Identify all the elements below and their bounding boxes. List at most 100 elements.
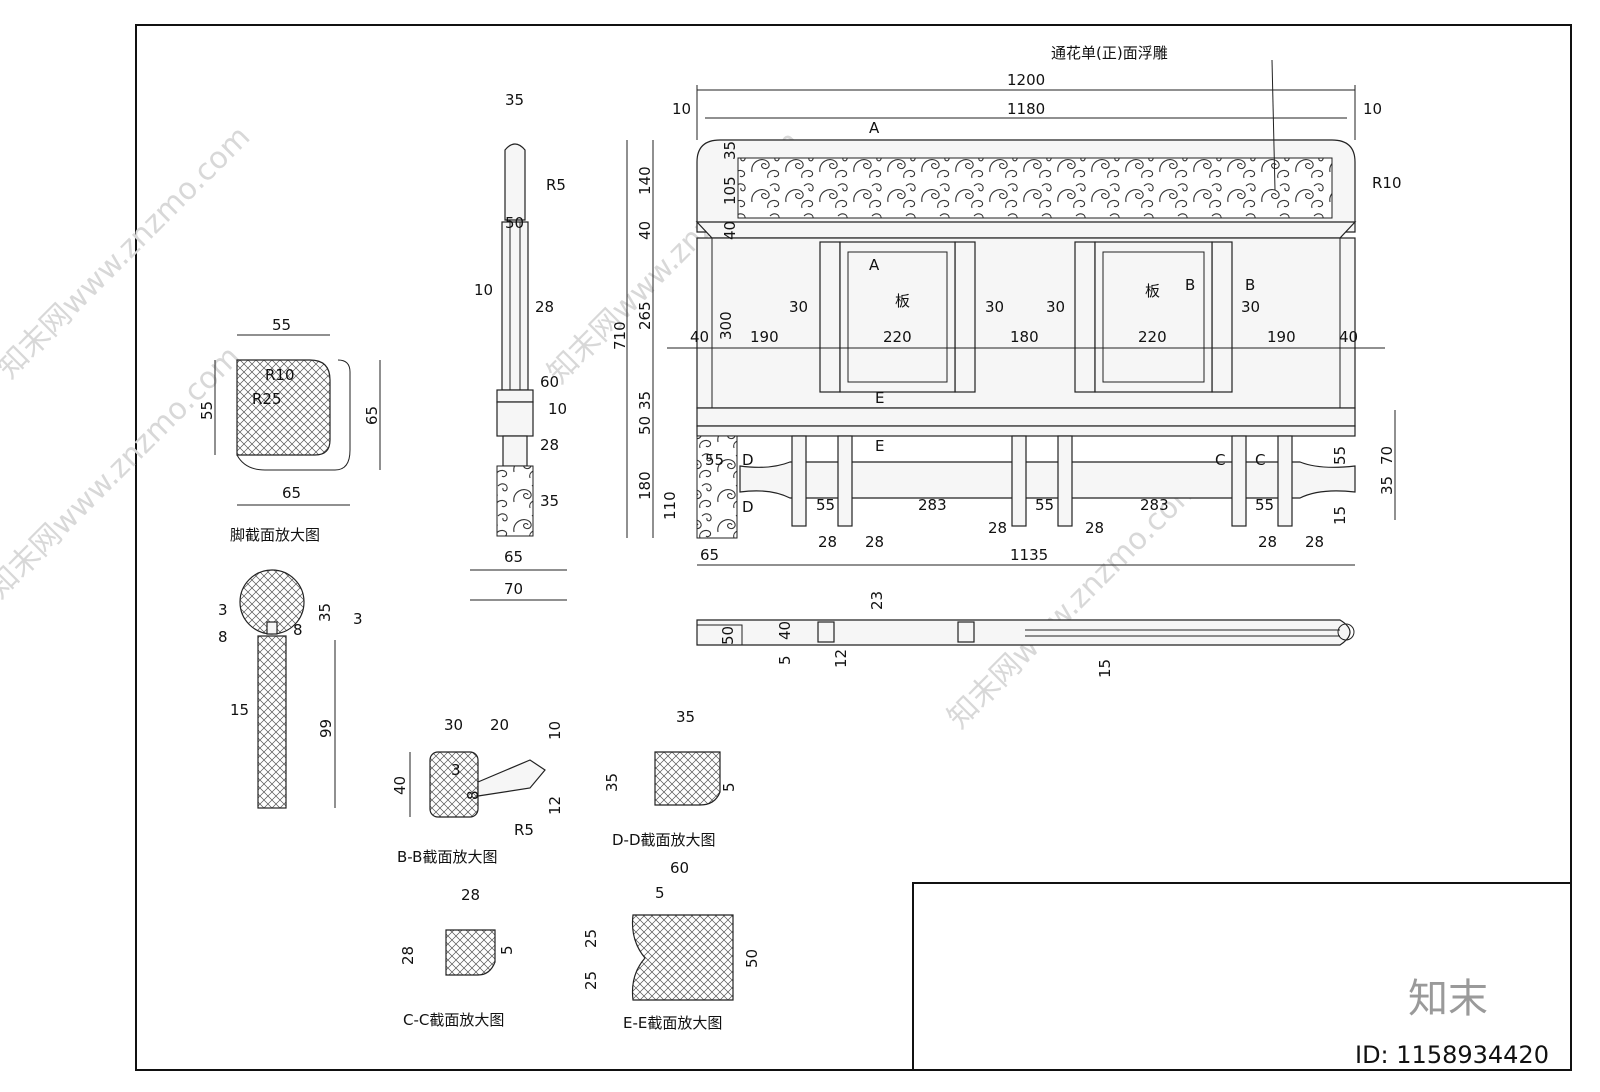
side-dim-10: 10 [474, 281, 493, 299]
panel-label: 板 [1145, 282, 1160, 300]
dim-180: 180 [636, 471, 654, 500]
bb-dim-8: 8 [464, 790, 482, 800]
front-elevation [695, 139, 1357, 539]
cc-dim-28-top: 28 [461, 886, 480, 904]
dd-dim-5: 5 [720, 782, 738, 792]
ee-dim-60: 60 [670, 859, 689, 877]
ee-section [631, 914, 734, 1001]
ee-dim-25-bottom: 25 [582, 971, 600, 990]
cc-section-title: C-C截面放大图 [403, 1011, 504, 1029]
plan-dim-50: 50 [719, 626, 737, 645]
dim-300: 300 [717, 311, 735, 340]
brand-logo: 知末 [1408, 976, 1488, 1022]
dim-220-row: 220 [883, 328, 912, 346]
dim-28-6: 28 [1305, 533, 1324, 551]
dim-10-right: 10 [1363, 100, 1382, 118]
side-radius-r5: R5 [546, 176, 566, 194]
dim-35-right: 35 [1378, 476, 1396, 495]
section-mark-e: E [875, 389, 884, 407]
dim-110: 110 [661, 491, 679, 520]
dim-30-c: 30 [1046, 298, 1065, 316]
dim-55-b2: 55 [1035, 496, 1054, 514]
cc-dim-28-left: 28 [399, 946, 417, 965]
ee-section-title: E-E截面放大图 [623, 1014, 722, 1032]
side-dim-28: 28 [535, 298, 554, 316]
rail-dim-15: 15 [230, 701, 249, 719]
bb-section [409, 751, 546, 818]
dim-180-row: 180 [1010, 328, 1039, 346]
bb-section-title: B-B截面放大图 [397, 848, 497, 866]
dim-28-4: 28 [1085, 519, 1104, 537]
foot-radius-r10: R10 [265, 366, 295, 384]
carved-leg [696, 435, 738, 539]
dim-283-b1: 283 [918, 496, 947, 514]
dim-28-3: 28 [988, 519, 1007, 537]
cc-section [445, 929, 496, 976]
dim-220b-row: 220 [1138, 328, 1167, 346]
ee-dim-5: 5 [655, 884, 665, 902]
plan-dim-15: 15 [1096, 659, 1114, 678]
side-dim-28b: 28 [540, 436, 559, 454]
side-dim-70: 70 [504, 580, 523, 598]
panel-label: 板 [895, 292, 910, 310]
section-mark-d: D [742, 498, 754, 516]
dim-190b-row: 190 [1267, 328, 1296, 346]
dim-28-2: 28 [865, 533, 884, 551]
foot-dim-55-top: 55 [272, 316, 291, 334]
dim-30-b: 30 [985, 298, 1004, 316]
title-block [912, 882, 1572, 1071]
rail-dim-99: 99 [317, 719, 335, 738]
dim-55-b1: 55 [816, 496, 835, 514]
radius-r10: R10 [1372, 174, 1402, 192]
foot-dim-55-left: 55 [198, 401, 216, 420]
rail-section [239, 569, 336, 809]
dim-50: 50 [636, 416, 654, 435]
side-dim-35b: 35 [540, 492, 559, 510]
watermark: 知末网www.znzmo.com [0, 339, 247, 605]
bb-dim-20: 20 [490, 716, 509, 734]
plan-dim-5: 5 [776, 655, 794, 665]
foot-dim-65-bottom: 65 [282, 484, 301, 502]
carved-panel [737, 157, 1333, 219]
section-mark-c: C [1255, 451, 1265, 469]
bb-dim-3: 3 [451, 761, 461, 779]
side-dim-10b: 10 [548, 400, 567, 418]
bb-dim-12: 12 [546, 796, 564, 815]
dim-70: 70 [1378, 446, 1396, 465]
rail-dim-3: 3 [218, 601, 228, 619]
dim-35b: 35 [721, 141, 739, 160]
plan-dim-12: 12 [832, 649, 850, 668]
section-mark-a: A [869, 119, 880, 137]
dim-283-b2: 283 [1140, 496, 1169, 514]
section-mark-b: B [1185, 276, 1195, 294]
side-dim-65: 65 [504, 548, 523, 566]
foot-section [214, 334, 381, 506]
side-dim-50: 50 [505, 214, 524, 232]
bb-dim-40: 40 [391, 776, 409, 795]
section-mark-d: D [742, 451, 754, 469]
rail-dim-3b: 3 [353, 610, 363, 628]
dim-40-row: 40 [690, 328, 709, 346]
dim-30-d: 30 [1241, 298, 1260, 316]
dim-40b-row: 40 [1339, 328, 1358, 346]
section-mark-e: E [875, 437, 884, 455]
dd-dim-35-top: 35 [676, 708, 695, 726]
dim-105: 105 [721, 176, 739, 205]
dim-15-right: 15 [1331, 506, 1349, 525]
dim-40: 40 [636, 221, 654, 240]
ee-dim-50: 50 [743, 949, 761, 968]
rail-dim-35: 35 [316, 603, 334, 622]
side-dim-60: 60 [540, 373, 559, 391]
dim-1180: 1180 [1007, 100, 1045, 118]
sheet-border [135, 24, 1572, 1071]
dim-10-left: 10 [672, 100, 691, 118]
dim-140: 140 [636, 166, 654, 195]
dim-710: 710 [611, 321, 629, 350]
dim-55-right: 55 [1331, 446, 1349, 465]
side-dim-35: 35 [505, 91, 524, 109]
foot-radius-r25: R25 [252, 390, 282, 408]
dim-35: 35 [636, 391, 654, 410]
section-mark-b: B [1245, 276, 1255, 294]
dim-1200: 1200 [1007, 71, 1045, 89]
